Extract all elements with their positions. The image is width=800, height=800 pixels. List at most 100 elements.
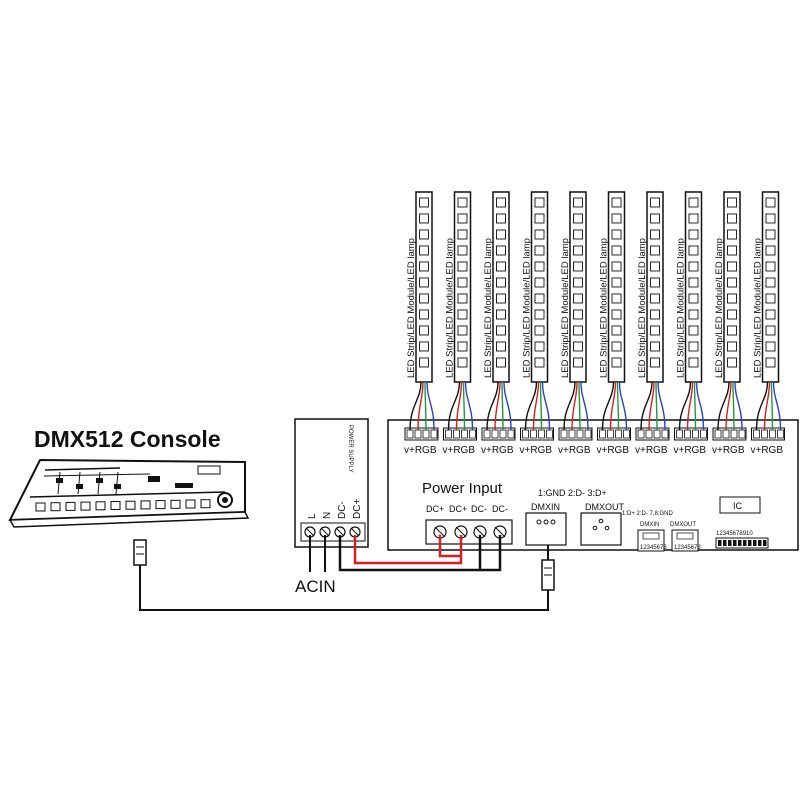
rj45-dmxin-label: DMXIN bbox=[640, 522, 659, 528]
led-chip bbox=[650, 229, 660, 240]
console-button bbox=[200, 499, 211, 509]
output-terminal-1: v+RGB bbox=[404, 427, 439, 456]
led-chip bbox=[650, 293, 660, 304]
strip-wire bbox=[763, 381, 771, 431]
dip-key bbox=[748, 540, 752, 546]
led-chip bbox=[727, 325, 737, 336]
led-chip bbox=[765, 309, 776, 320]
ps-terminal-block bbox=[300, 522, 366, 542]
led-chip bbox=[457, 213, 468, 224]
led-chip bbox=[573, 197, 583, 208]
led-chip bbox=[688, 197, 699, 208]
dc-plus-wire bbox=[353, 535, 463, 565]
fader-knob bbox=[76, 484, 83, 489]
led-chip bbox=[534, 277, 545, 288]
led-strips: LED Strip/LED Module/LED lamp LED Strip/L… bbox=[406, 191, 780, 383]
led-chip bbox=[419, 293, 429, 304]
output-label: v+RGB bbox=[635, 445, 668, 456]
led-chip bbox=[496, 341, 506, 352]
strip-label: LED Strip/LED Module/LED lamp bbox=[599, 238, 610, 378]
led-chip bbox=[457, 293, 468, 304]
strip-wire bbox=[580, 381, 589, 431]
led-chip bbox=[457, 245, 468, 256]
led-chip bbox=[419, 197, 429, 208]
strip-wire bbox=[686, 381, 694, 431]
led-chip bbox=[650, 245, 660, 256]
rj45-out-digits: 12345678 bbox=[674, 545, 701, 551]
strip-label: LED Strip/LED Module/LED lamp bbox=[406, 238, 417, 378]
strip-wire bbox=[693, 381, 697, 431]
led-chip bbox=[534, 229, 545, 240]
strip-wire bbox=[532, 381, 540, 431]
dip-key bbox=[738, 540, 742, 546]
console-button bbox=[80, 501, 91, 511]
console-controls bbox=[29, 465, 233, 508]
fader-knob bbox=[56, 478, 63, 483]
console-button bbox=[155, 500, 166, 510]
strip-label: LED Strip/LED Module/LED lamp bbox=[676, 238, 687, 378]
terminal-screw bbox=[319, 526, 331, 538]
led-chip bbox=[534, 357, 545, 368]
led-chip bbox=[573, 357, 583, 368]
ps-terminal-l: L bbox=[307, 513, 318, 519]
dc-minus-wire bbox=[338, 535, 502, 572]
led-chip bbox=[534, 261, 545, 272]
dmx-signal-cable bbox=[139, 545, 555, 611]
led-chip bbox=[650, 325, 660, 336]
output-terminal-6: v+RGB bbox=[597, 427, 631, 456]
led-chip bbox=[419, 341, 429, 352]
strip-wire bbox=[578, 381, 581, 431]
strip-wire bbox=[655, 381, 658, 431]
led-chip bbox=[688, 325, 699, 336]
led-chip bbox=[419, 277, 429, 288]
dip-key bbox=[763, 540, 767, 546]
led-chip bbox=[688, 277, 699, 288]
output-label: v+RGB bbox=[597, 445, 630, 456]
power-terminal-dc-minus-1: DC- bbox=[471, 504, 487, 514]
led-chip bbox=[457, 197, 468, 208]
led-chip bbox=[611, 229, 622, 240]
rj45-dmxout-label: DMXOUT bbox=[670, 522, 696, 528]
led-chip bbox=[727, 341, 737, 352]
strip-wire bbox=[539, 381, 543, 431]
led-chip bbox=[534, 341, 545, 352]
led-chip bbox=[727, 213, 737, 224]
led-chip bbox=[573, 341, 583, 352]
strip-wire bbox=[541, 381, 551, 431]
led-chip bbox=[727, 357, 737, 368]
led-chip bbox=[688, 245, 699, 256]
led-chip bbox=[727, 245, 737, 256]
led-chip bbox=[534, 213, 545, 224]
strip-label: LED Strip/LED Module/LED lamp bbox=[714, 238, 725, 378]
led-strip-1: LED Strip/LED Module/LED lamp bbox=[406, 191, 433, 383]
power-terminal-dc-minus-2: DC- bbox=[492, 504, 508, 514]
power-supply: POWER SUPPLY L N DC- DC+ ACIN bbox=[294, 418, 369, 596]
led-chip bbox=[650, 261, 660, 272]
led-chip bbox=[727, 261, 737, 272]
console-faders bbox=[56, 471, 121, 495]
strip-wire bbox=[695, 381, 705, 431]
led-chip bbox=[496, 309, 506, 320]
strip-wire bbox=[678, 381, 692, 431]
led-chip bbox=[765, 277, 776, 288]
dmx-pin-note: 1:GND 2:D- 3:D+ bbox=[538, 488, 607, 498]
led-chip bbox=[419, 213, 429, 224]
led-chip bbox=[611, 341, 622, 352]
ps-terminal-dc-minus: DC- bbox=[337, 501, 348, 519]
console-button bbox=[170, 499, 181, 509]
led-chip bbox=[419, 309, 429, 320]
power-terminal-dc-plus-2: DC+ bbox=[449, 504, 467, 514]
led-chip bbox=[457, 229, 468, 240]
console-buttons bbox=[35, 499, 211, 512]
led-strip-9: LED Strip/LED Module/LED lamp bbox=[714, 191, 741, 383]
led-strip-8: LED Strip/LED Module/LED lamp bbox=[676, 191, 703, 383]
strip-wire bbox=[640, 381, 653, 431]
led-chip bbox=[611, 293, 622, 304]
strip-wire bbox=[609, 381, 617, 431]
led-chip bbox=[534, 245, 545, 256]
output-label: v+RGB bbox=[712, 445, 745, 456]
strip-wire bbox=[755, 381, 769, 431]
output-label: v+RGB bbox=[751, 445, 784, 456]
dmxin-xlr-socket bbox=[525, 512, 567, 546]
